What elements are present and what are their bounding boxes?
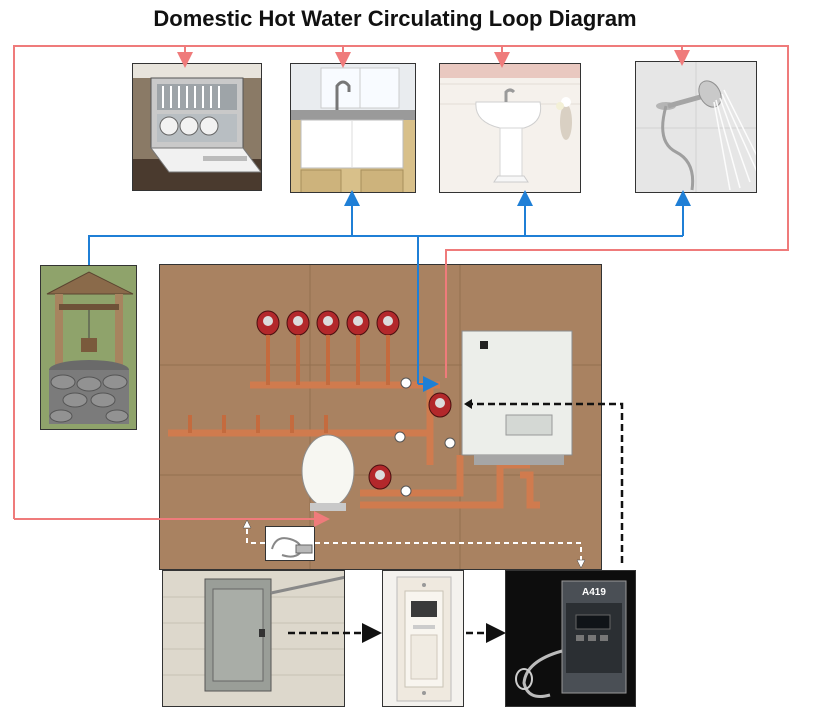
wishing-well-photo [40, 265, 137, 430]
control-wiring [288, 402, 624, 643]
electrical-panel-photo [162, 570, 345, 707]
control-wiring-arrow [464, 399, 472, 409]
diagram-title: Domestic Hot Water Circulating Loop Diag… [153, 6, 637, 31]
temperature-sensor [265, 526, 315, 561]
dishwasher-photo [132, 63, 262, 191]
temperature-controller-photo: A419 [505, 570, 636, 707]
hot-supply-line [88, 190, 691, 392]
kitchen-sink-photo [290, 63, 416, 193]
sensor-wiring [246, 524, 582, 566]
shower-head-photo [635, 61, 757, 193]
return-loop-line [13, 45, 789, 527]
timer-switch-photo [382, 570, 464, 707]
pedestal-sink-photo [439, 63, 581, 193]
controller-label: A419 [582, 587, 606, 598]
